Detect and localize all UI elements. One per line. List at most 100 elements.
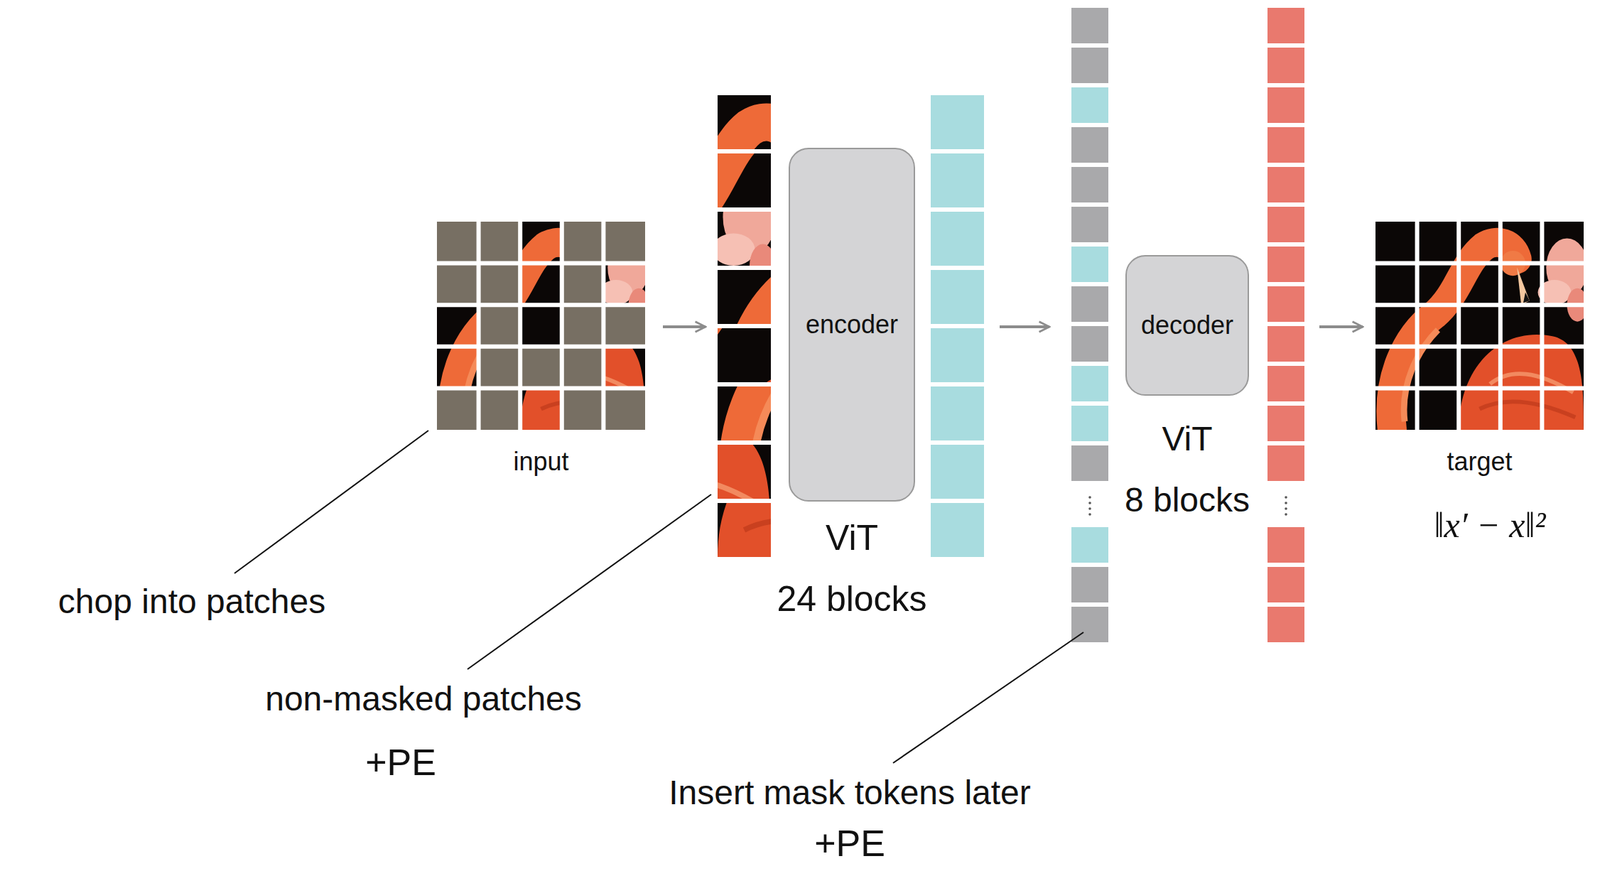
output-token (1267, 7, 1305, 643)
output-token (1267, 606, 1305, 643)
output-token (1267, 47, 1305, 84)
output-token (1267, 286, 1305, 322)
ellipsis-dots (1284, 501, 1288, 505)
decoder-block: decoderViT8 blocks (1125, 255, 1250, 396)
masked-patch (436, 263, 479, 306)
output-token (1267, 527, 1305, 563)
decoder-token (1071, 127, 1109, 163)
decoder-token (1071, 405, 1109, 442)
flow-arrow (1319, 325, 1363, 329)
masked-patch (436, 221, 646, 430)
input-image (436, 221, 650, 430)
flow-arrow (999, 325, 1050, 329)
block-name: decoder (1141, 309, 1234, 341)
masked-patch (436, 221, 479, 264)
encoded-token (930, 153, 985, 208)
image-caption: input (512, 446, 569, 478)
annotation-label: chop into patches (58, 581, 326, 621)
target-image (1375, 221, 1588, 430)
image-grid: input (436, 221, 646, 430)
decoder-token (1071, 566, 1109, 603)
decoder-token (1071, 527, 1109, 563)
encoder-block: encoderViT24 blocks (788, 147, 916, 502)
decoder-token (1071, 326, 1109, 362)
caption-group: target (1446, 446, 1512, 478)
output-token (1267, 326, 1305, 362)
leader-line (467, 494, 712, 670)
masked-patch (561, 387, 604, 430)
block-caption: 8 blocks (1124, 469, 1250, 531)
box-interior (436, 221, 646, 430)
input-image (436, 221, 650, 430)
decoder-token (1071, 286, 1109, 322)
block-caption: ViT (1124, 408, 1250, 470)
input-image (436, 221, 650, 430)
ellipsis-dots (1088, 512, 1092, 516)
image-grid: target (1375, 221, 1584, 430)
caption-group: ViT8 blocks (1124, 408, 1250, 531)
encoded-token (930, 444, 985, 499)
encoded-token (930, 211, 985, 266)
decoder-token (1071, 7, 1109, 44)
masked-patch (478, 304, 521, 347)
annotation-label: +PE (365, 741, 437, 785)
output-token (1267, 365, 1305, 402)
caption-group: input (512, 446, 569, 478)
image-caption: target (1446, 446, 1512, 478)
masked-patch (478, 221, 521, 264)
decoder-token (1071, 445, 1109, 481)
output-token (1267, 127, 1305, 163)
ellipsis-dots (1284, 507, 1288, 511)
encoded-token (930, 269, 985, 324)
output-token (1267, 445, 1305, 481)
loss-formula: ‖x′ − x‖² (1433, 505, 1546, 547)
masked-patch (478, 346, 521, 389)
masked-patch (603, 387, 646, 430)
masked-patch (561, 221, 604, 264)
leader-line (234, 430, 429, 574)
box-interior (1375, 221, 1584, 430)
leader-line (234, 430, 1084, 764)
output-token (1267, 405, 1305, 442)
encoded-token (930, 328, 985, 383)
masked-patch (603, 304, 646, 347)
image-patch (504, 95, 990, 558)
block-caption: 24 blocks (776, 568, 927, 630)
grid-lines (436, 221, 646, 430)
masked-patch (520, 346, 562, 389)
output-token (1267, 166, 1305, 203)
masked-patch (561, 304, 604, 347)
decoder-token (1071, 7, 1109, 643)
decoder-token (1071, 166, 1109, 203)
annotation-label: Insert mask tokens later (668, 773, 1031, 813)
caption-group: ViT24 blocks (776, 507, 927, 630)
output-token (1267, 7, 1305, 44)
masked-patch (561, 346, 604, 389)
masked-patch (561, 263, 604, 306)
masked-patch (436, 387, 479, 430)
encoded-token (930, 503, 985, 558)
annotation-label: +PE (814, 822, 886, 866)
decoder-token (1071, 206, 1109, 243)
decoder-token (1071, 246, 1109, 283)
masked-patch (603, 221, 646, 264)
decoder-token (1071, 87, 1109, 123)
flow-arrow (662, 325, 706, 329)
target-image (1375, 221, 1588, 430)
block-name: encoder (805, 309, 899, 340)
output-token (1267, 566, 1305, 603)
decoder-token (1071, 47, 1109, 84)
annotation-label: non-masked patches (265, 679, 582, 719)
block-caption: ViT (776, 507, 927, 569)
masked-patch (478, 387, 521, 430)
encoded-token (930, 95, 985, 150)
encoded-token (930, 95, 985, 558)
flow-arrow (662, 325, 1363, 329)
leader-line (893, 632, 1084, 764)
ellipsis-dots (1284, 512, 1288, 516)
ellipsis-dots (1088, 507, 1092, 511)
output-token (1267, 206, 1305, 243)
output-token (1267, 246, 1305, 283)
grid-lines (1375, 221, 1584, 430)
